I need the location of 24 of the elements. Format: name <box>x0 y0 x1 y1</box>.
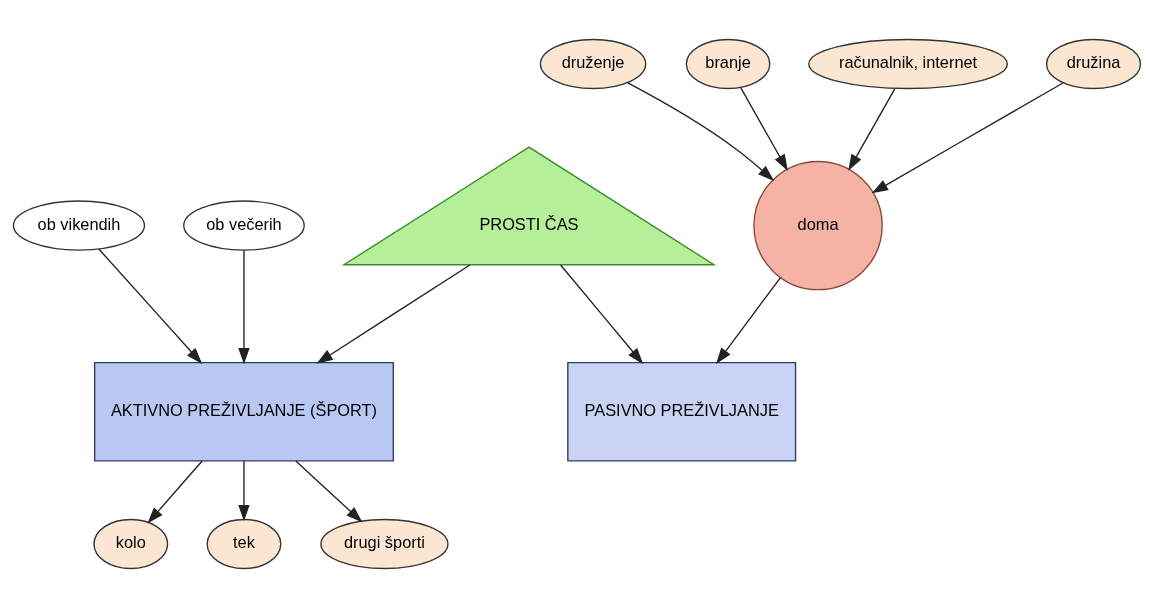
arrow <box>316 263 471 364</box>
node-ellipse: tek <box>206 518 282 569</box>
arrow <box>295 459 363 522</box>
arrow <box>98 247 203 364</box>
arrow <box>238 459 250 521</box>
node-ellipse: računalnik, internet <box>808 38 1008 89</box>
node-box: PASIVNO PREŽIVLJANJE <box>567 361 797 461</box>
arrow <box>848 87 896 171</box>
arrow <box>627 81 775 181</box>
arrow <box>739 86 788 171</box>
node-ellipse: drugi športi <box>320 518 449 569</box>
node-box: AKTIVNO PREŽIVLJANJE (ŠPORT) <box>93 361 394 461</box>
node-ellipse: ob vikendih <box>12 199 146 251</box>
node-ellipse: kolo <box>93 518 169 569</box>
node-ellipse: branje <box>685 38 771 89</box>
node-ellipse: družina <box>1045 38 1142 89</box>
node-circle: doma <box>753 160 883 290</box>
node-ellipse: ob večerih <box>183 199 305 251</box>
arrow <box>238 249 250 364</box>
arrow <box>716 276 782 364</box>
arrow <box>559 263 644 364</box>
arrow <box>147 459 203 524</box>
node-ellipse: druženje <box>539 38 647 89</box>
arrow <box>871 81 1064 193</box>
